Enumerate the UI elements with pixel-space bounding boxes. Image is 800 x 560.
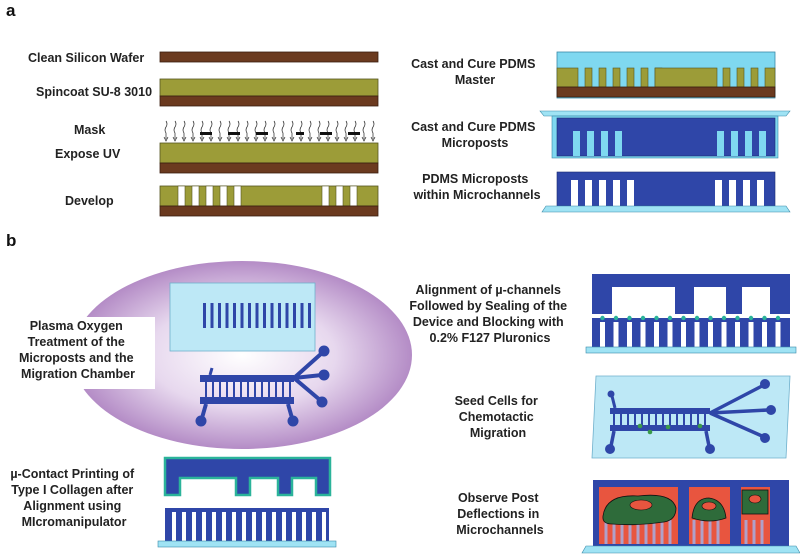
cell-small — [741, 489, 769, 515]
seed-cells-diagram — [591, 375, 791, 459]
panel-label-b: b — [6, 231, 16, 250]
step-observe-label: Observe Post Deflections in Microchannel… — [456, 491, 544, 537]
step-plasma-label: Plasma Oxygen Treatment of the Micropost… — [19, 319, 137, 381]
slide-microposts — [203, 303, 311, 328]
step-develop-label: Develop — [65, 194, 114, 208]
step-alignment-label: Alignment of µ-channels Followed by Seal… — [409, 283, 570, 345]
su8-layer — [159, 78, 379, 97]
su8-layer-exposed — [159, 142, 379, 164]
step-posts-in-channels-label: PDMS Microposts within Microchannels — [412, 172, 540, 202]
silicon-wafer-3 — [159, 162, 379, 174]
developed-su8 — [159, 185, 379, 217]
contact-print-stamp — [163, 456, 332, 497]
pdms-master-diagram — [556, 51, 776, 99]
step-mask-label: Mask — [74, 123, 105, 137]
sealed-device-diagram — [585, 274, 797, 354]
panel-label-a: a — [6, 1, 16, 20]
uv-arrows — [163, 120, 376, 142]
step-seed-label: Seed Cells for Chemotactic Migration — [455, 394, 542, 440]
step-cast-master-label: Cast and Cure PDMS Master — [411, 57, 539, 87]
pdms-microposts-diagram — [539, 110, 791, 159]
pdms-channels-diagram — [541, 171, 791, 213]
mask-bars — [200, 132, 360, 135]
step-clean-wafer-label: Clean Silicon Wafer — [28, 51, 144, 65]
plasma-label-box — [0, 317, 155, 389]
step-cast-posts-label: Cast and Cure PDMS Microposts — [411, 120, 539, 150]
step-contact-print-label: µ-Contact Printing of Type I Collagen af… — [10, 467, 137, 529]
step-spincoat-label: Spincoat SU-8 3010 — [36, 85, 152, 99]
contact-print-substrate — [157, 508, 337, 548]
silicon-wafer-2 — [159, 95, 379, 107]
observe-deflection-diagram — [581, 480, 800, 554]
step-expose-label: Expose UV — [55, 147, 121, 161]
silicon-wafer — [159, 51, 379, 63]
migration-chamber-left — [195, 345, 330, 427]
